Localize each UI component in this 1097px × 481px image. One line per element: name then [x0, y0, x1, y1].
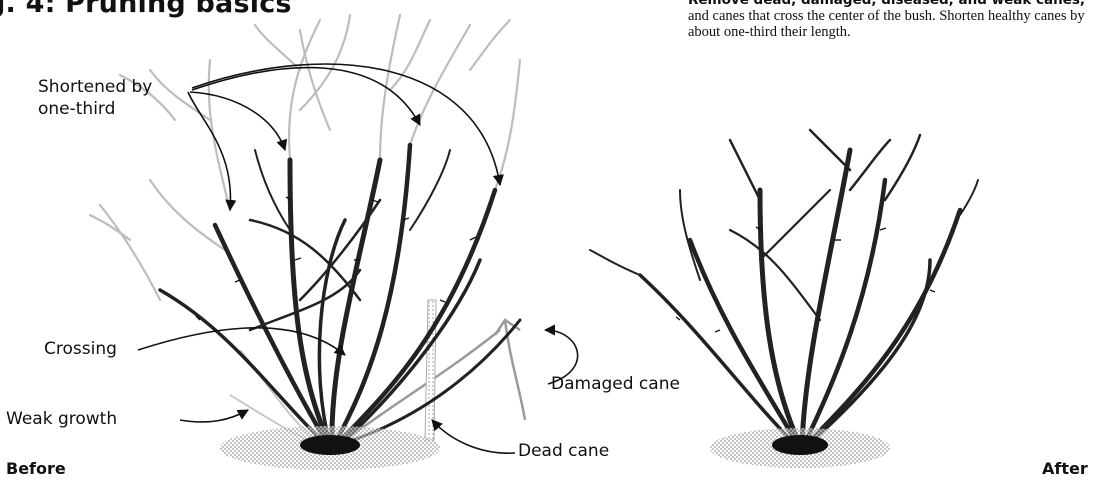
figure-title: g. 4: Pruning basics: [0, 0, 292, 19]
pruned-growth: [90, 15, 520, 300]
arrow-shortened-4: [192, 64, 500, 185]
label-crossing: Crossing: [44, 339, 117, 359]
caption-text: and canes that cross the center of the b…: [688, 8, 1085, 40]
label-dead-cane: Dead cane: [518, 441, 609, 461]
figure-caption: Remove dead, damaged, diseased, and weak…: [688, 0, 1097, 40]
main-canes: [160, 145, 520, 445]
label-shortened: Shortened by one-third: [38, 76, 193, 120]
caption-bold: Remove dead, damaged, diseased, and weak…: [688, 0, 1085, 8]
dead-cane: [425, 300, 436, 440]
arrow-weak-growth: [180, 410, 248, 422]
arrow-dead-cane: [432, 420, 515, 453]
panel-label-before: Before: [6, 459, 66, 478]
panel-label-after: After: [1042, 459, 1088, 478]
after-bush-illustration: [590, 130, 978, 468]
label-damaged-cane: Damaged cane: [551, 374, 680, 394]
label-weak-growth: Weak growth: [6, 409, 117, 429]
